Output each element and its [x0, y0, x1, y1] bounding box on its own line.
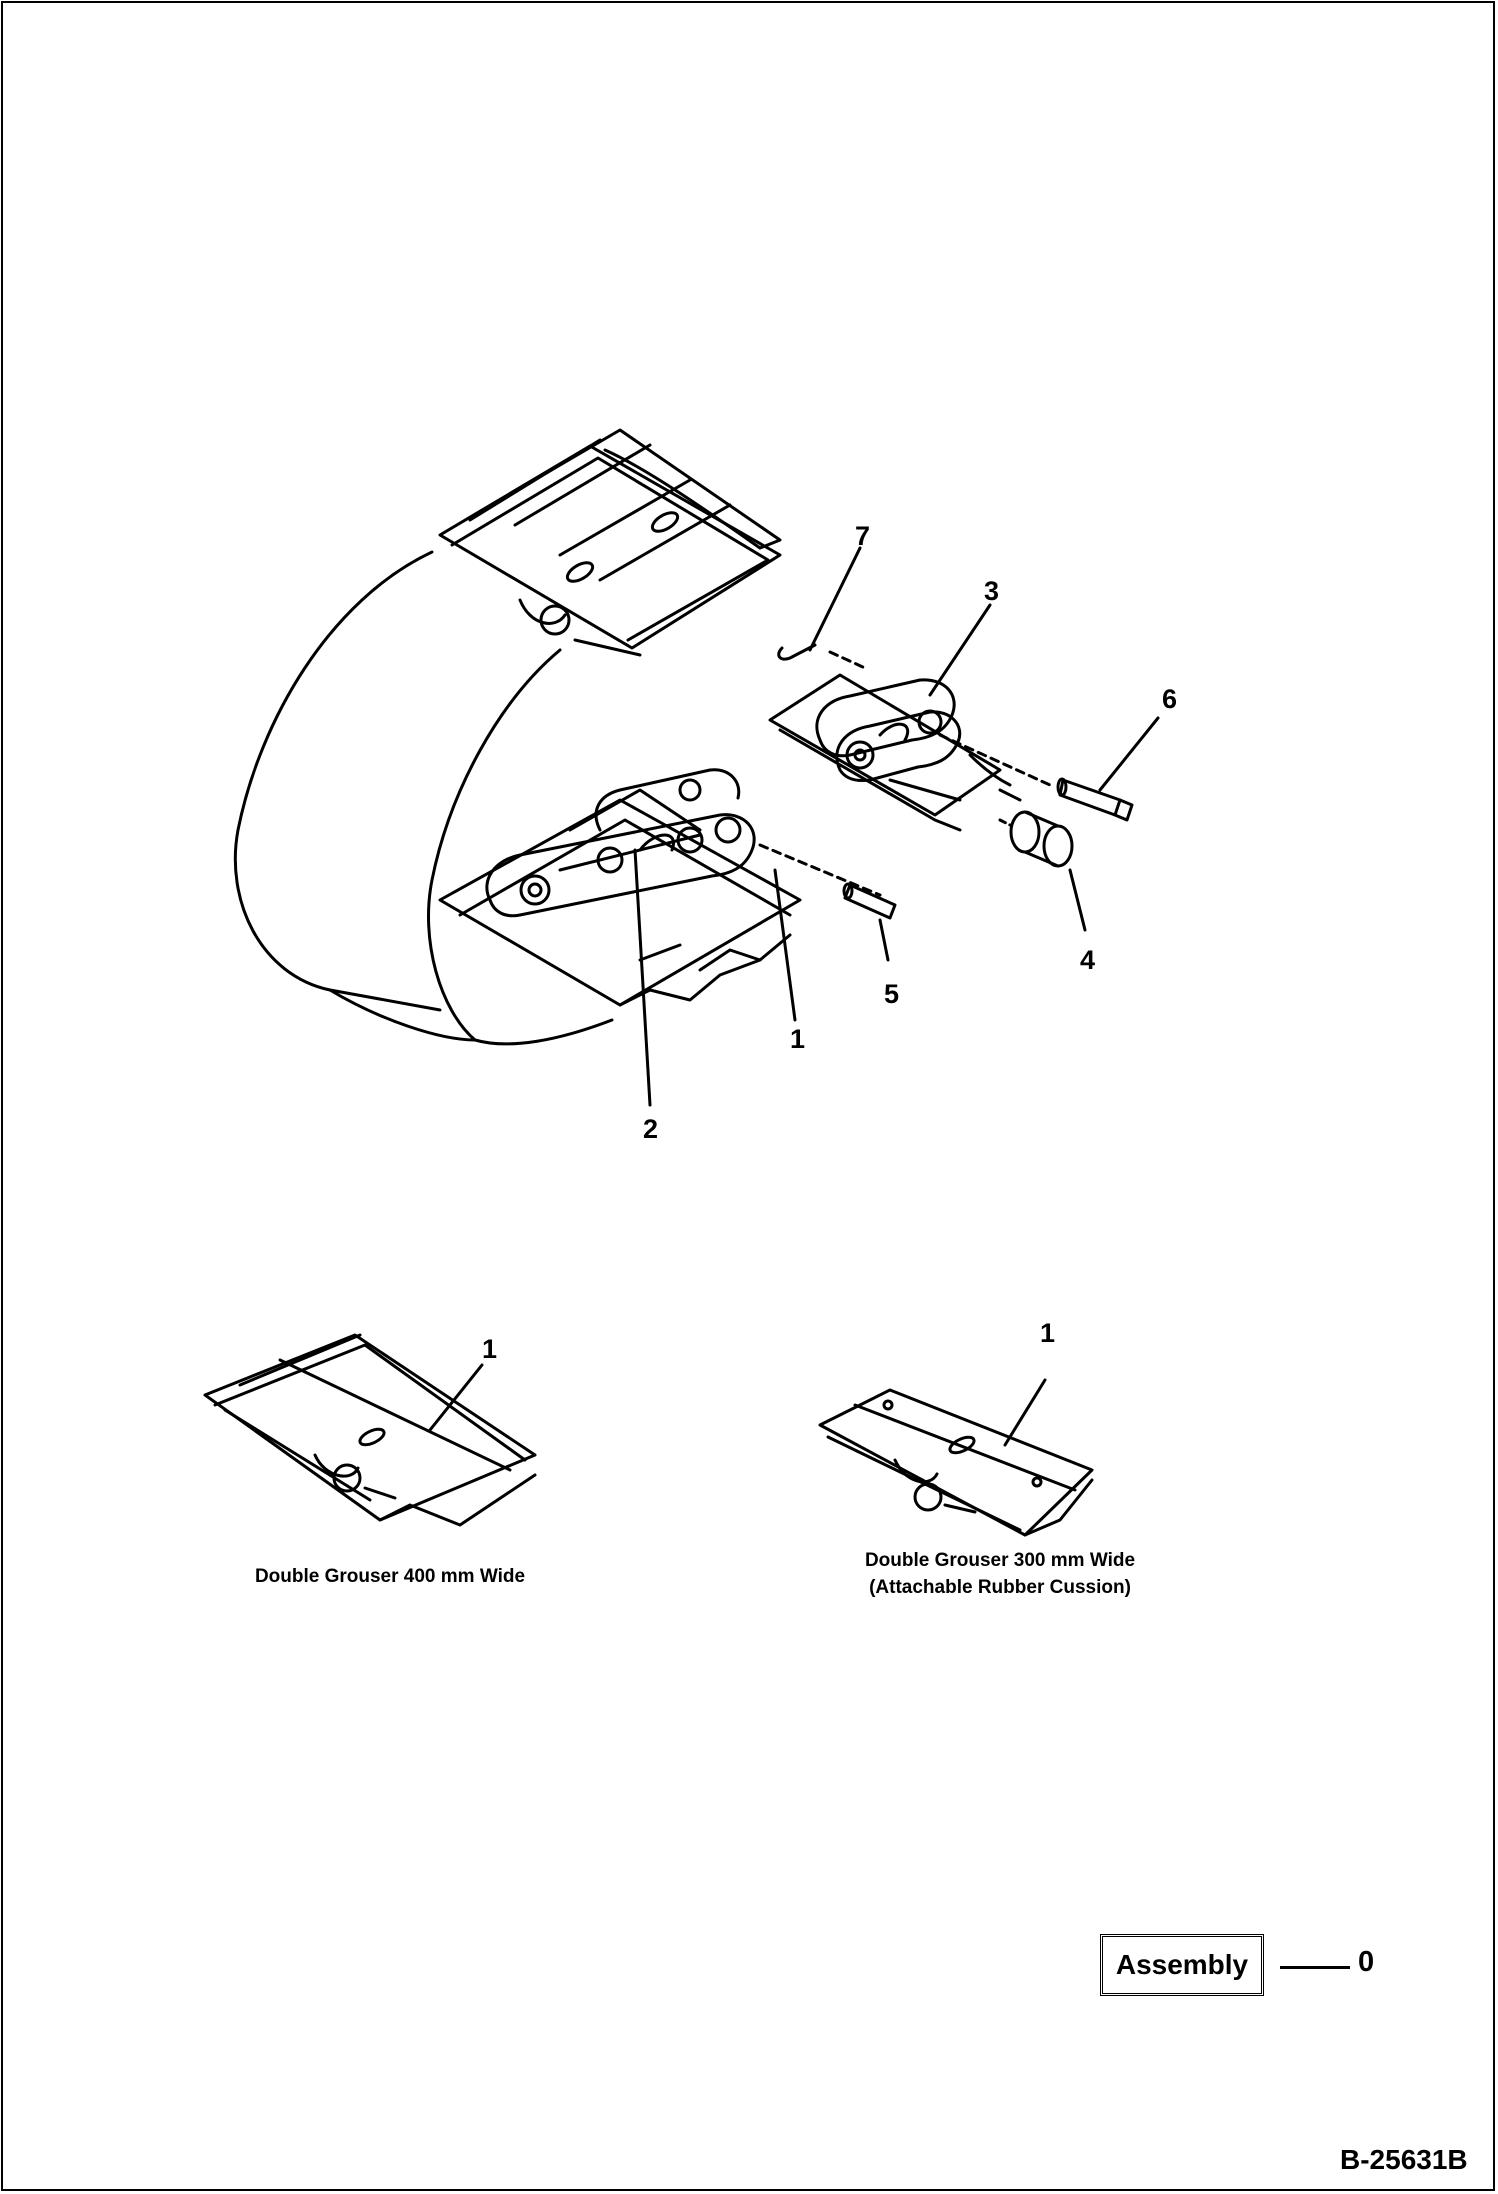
shoe-400-drawing: [203, 1333, 537, 1527]
track-links: [485, 768, 882, 918]
caption-shoe-300: Double Grouser 300 mm Wide (Attachable R…: [830, 1547, 1170, 1601]
bushing: [998, 810, 1074, 868]
assembly-label-box: Assembly: [1100, 1934, 1264, 1996]
callout-1-shoe-400: 1: [482, 1334, 497, 1364]
master-link-assembly: [768, 673, 1052, 832]
track-pin: [842, 882, 897, 920]
callout-3: 3: [984, 576, 999, 606]
caption-shoe-300-line1: Double Grouser 300 mm Wide: [864, 1550, 1136, 1571]
callout-7: 7: [855, 521, 870, 551]
track-loop-inner: [427, 648, 614, 1046]
track-loop-outline: [233, 550, 442, 1012]
callout-2: 2: [643, 1114, 658, 1144]
leader-shoe-400: [428, 1363, 484, 1432]
callout-1-shoe-300: 1: [1040, 1318, 1055, 1348]
caption-shoe-300-line2: (Attachable Rubber Cussion): [869, 1577, 1131, 1598]
callout-1: 1: [790, 1024, 805, 1054]
drawing-code: B-25631B: [1340, 2144, 1468, 2175]
callout-5: 5: [884, 979, 899, 1009]
lower-track-shoes: [438, 788, 802, 1007]
master-pin: [1056, 777, 1134, 822]
leader-lines: [633, 546, 1160, 1107]
shoe-300-drawing: [818, 1378, 1094, 1537]
caption-shoe-400: Double Grouser 400 mm Wide: [254, 1566, 526, 1587]
cotter-pin: [777, 643, 867, 670]
assembly-leader-line: [1280, 1966, 1350, 1969]
callout-6: 6: [1162, 684, 1177, 714]
assembly-number: 0: [1358, 1946, 1375, 1978]
callout-4: 4: [1080, 945, 1095, 975]
top-track-shoes: [438, 428, 782, 657]
